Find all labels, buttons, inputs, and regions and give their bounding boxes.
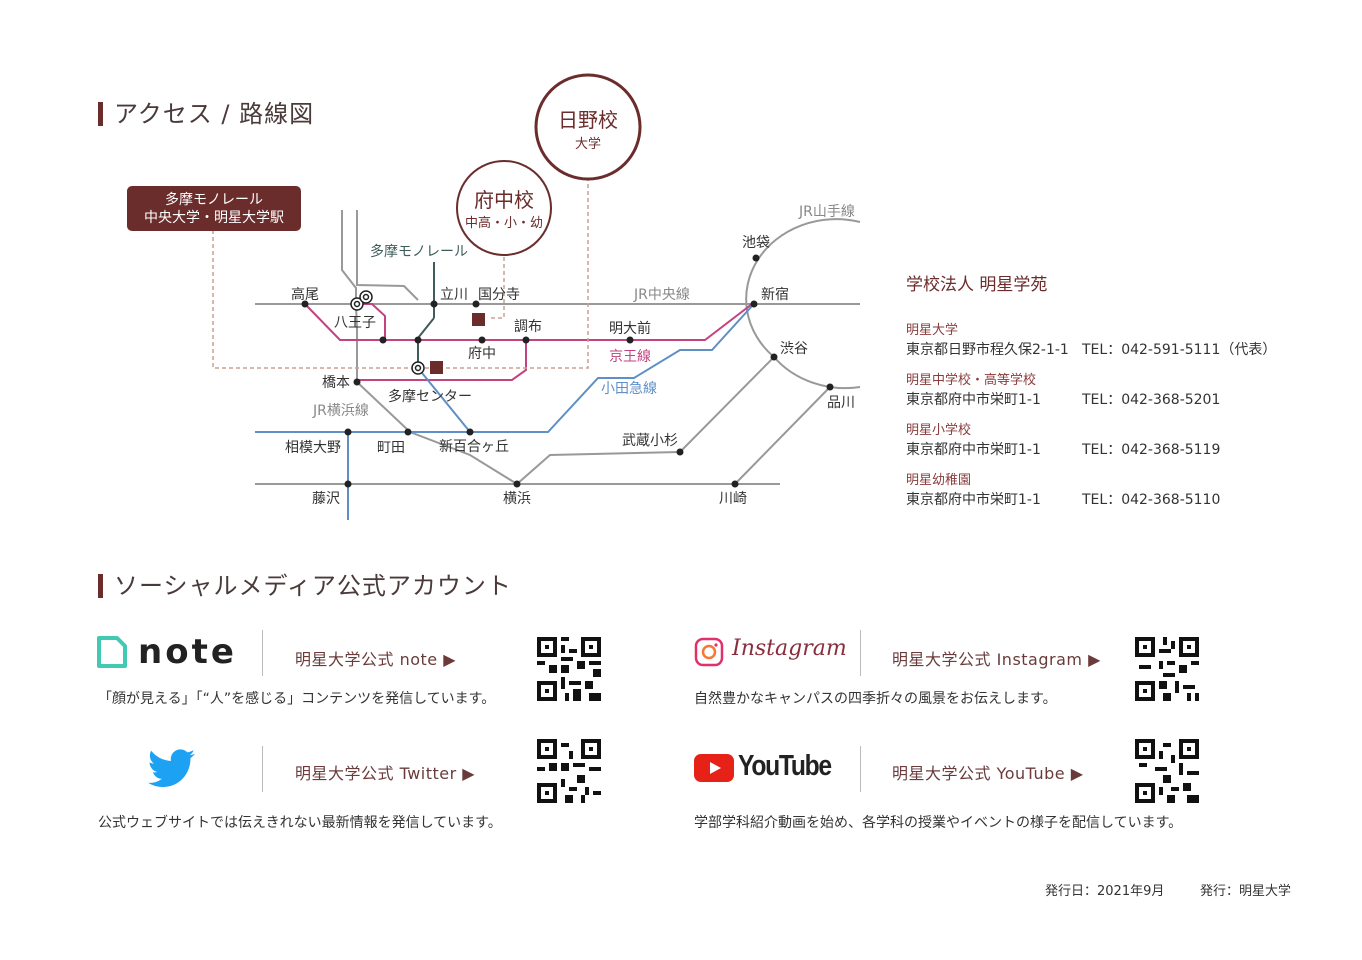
fuchu-campus-circle bbox=[456, 160, 552, 256]
school-name: 明星幼稚園 bbox=[906, 473, 972, 488]
publisher: 発行：明星大学 bbox=[1200, 884, 1292, 899]
jr-keihin-line bbox=[734, 386, 831, 485]
label-yokohama: JR横浜線 bbox=[312, 403, 369, 419]
station-ikebukuro: 池袋 bbox=[742, 235, 770, 251]
school-tel: TEL：042-368-5119 bbox=[1082, 442, 1221, 458]
school-address: 東京都府中市栄町1-1 bbox=[906, 392, 1041, 408]
label-chuo: JR中央線 bbox=[633, 287, 690, 303]
fuchu-campus-sub: 中高・小・幼 bbox=[465, 215, 543, 231]
station-shinagawa: 品川 bbox=[827, 395, 855, 411]
station-tachikawa: 立川 bbox=[440, 287, 468, 303]
twitter-link[interactable]: 明星大学公式 Twitter ▶ bbox=[295, 764, 476, 783]
divider bbox=[262, 630, 263, 676]
station-meidaimae: 明大前 bbox=[609, 320, 651, 337]
divider bbox=[860, 630, 861, 676]
twitter-bird-icon bbox=[148, 749, 195, 788]
station-musashikosugi: 武蔵小杉 bbox=[622, 433, 678, 449]
school-tel: TEL：042-591-5111（代表） bbox=[1082, 342, 1277, 358]
note-link[interactable]: 明星大学公式 note ▶ bbox=[295, 650, 457, 669]
instagram-wordmark: Instagram bbox=[732, 636, 847, 661]
label-yamanote: JR山手線 bbox=[798, 204, 855, 220]
station-shinjuku: 新宿 bbox=[761, 286, 789, 303]
school-name: 明星小学校 bbox=[906, 423, 972, 438]
access-heading: アクセス / 路線図 bbox=[98, 100, 314, 128]
station-kawasaki: 川崎 bbox=[719, 491, 747, 507]
station-hashimoto: 橋本 bbox=[322, 375, 350, 391]
twitter-description: 公式ウェブサイトでは伝えきれない最新情報を発信しています。 bbox=[98, 815, 502, 831]
label-odakyu: 小田急線 bbox=[601, 381, 657, 397]
fuchu-connector bbox=[488, 257, 505, 319]
school-address: 東京都府中市栄町1-1 bbox=[906, 492, 1041, 508]
school-name: 明星中学校・高等学校 bbox=[906, 373, 1037, 388]
station-sagami-ono: 相模大野 bbox=[285, 440, 341, 456]
route-map: 日野校 大学 府中校 中高・小・幼 多摩モノレール 中央大学・明星大学駅 多摩モ… bbox=[127, 73, 861, 520]
station-shinyurigaoka: 新百合ヶ丘 bbox=[439, 439, 509, 455]
monorail-station-callout bbox=[127, 186, 301, 231]
school-tel: TEL：042-368-5201 bbox=[1082, 392, 1221, 408]
hino-campus-name: 日野校 bbox=[558, 108, 618, 132]
callout-line2: 中央大学・明星大学駅 bbox=[144, 210, 284, 226]
callout-line1: 多摩モノレール bbox=[165, 191, 263, 208]
tama-campus-marker bbox=[430, 361, 443, 374]
instagram-description: 自然豊かなキャンパスの四季折々の風景をお伝えします。 bbox=[694, 691, 1057, 707]
station-fujisawa: 藤沢 bbox=[312, 491, 340, 507]
school-address: 東京都日野市程久保2-1-1 bbox=[906, 342, 1069, 358]
hino-campus-circle bbox=[534, 73, 642, 181]
qr-code-icon[interactable] bbox=[537, 739, 601, 803]
station-yokohama: 横浜 bbox=[503, 491, 531, 507]
hino-campus-sub: 大学 bbox=[575, 136, 601, 152]
social-heading: ソーシャルメディア公式アカウント bbox=[98, 572, 512, 600]
publish-date: 発行日：2021年9月 bbox=[1045, 884, 1165, 899]
fuchu-campus-marker bbox=[472, 313, 485, 326]
station-chofu: 調布 bbox=[514, 319, 542, 335]
qr-code-icon[interactable] bbox=[537, 637, 601, 701]
youtube-play-icon bbox=[694, 754, 734, 782]
instagram-icon bbox=[694, 637, 724, 667]
divider bbox=[860, 746, 861, 792]
odakyu-line bbox=[255, 305, 753, 433]
label-monorail: 多摩モノレール bbox=[370, 243, 468, 260]
note-wordmark: note bbox=[138, 632, 237, 672]
youtube-wordmark: YouTube bbox=[738, 750, 832, 782]
fuchu-campus-name: 府中校 bbox=[474, 188, 534, 212]
station-machida: 町田 bbox=[377, 440, 405, 456]
qr-code-icon[interactable] bbox=[1135, 637, 1199, 701]
station-hachioji: 八王子 bbox=[334, 315, 376, 331]
hino-connector bbox=[212, 180, 589, 369]
school-tel: TEL：042-368-5110 bbox=[1082, 492, 1221, 508]
qr-code-icon[interactable] bbox=[1135, 739, 1199, 803]
station-fuchu: 府中 bbox=[468, 346, 496, 362]
station-kokubunji: 国分寺 bbox=[478, 287, 520, 303]
school-name: 明星大学 bbox=[906, 323, 959, 338]
station-shibuya: 渋谷 bbox=[780, 341, 808, 357]
divider bbox=[262, 746, 263, 792]
label-keio: 京王線 bbox=[609, 349, 651, 365]
note-logo-icon bbox=[97, 636, 127, 668]
note-description: 「顔が見える」「“人”を感じる」コンテンツを発信しています。 bbox=[98, 691, 496, 707]
instagram-link[interactable]: 明星大学公式 Instagram ▶ bbox=[892, 650, 1101, 669]
youtube-link[interactable]: 明星大学公式 YouTube ▶ bbox=[892, 764, 1084, 783]
station-takao: 高尾 bbox=[291, 286, 319, 303]
school-address: 東京都府中市栄町1-1 bbox=[906, 442, 1041, 458]
station-tama-center: 多摩センター bbox=[388, 388, 472, 405]
youtube-description: 学部学科紹介動画を始め、各学科の授業やイベントの様子を配信しています。 bbox=[694, 815, 1183, 831]
org-name: 学校法人 明星学苑 bbox=[906, 275, 1048, 295]
